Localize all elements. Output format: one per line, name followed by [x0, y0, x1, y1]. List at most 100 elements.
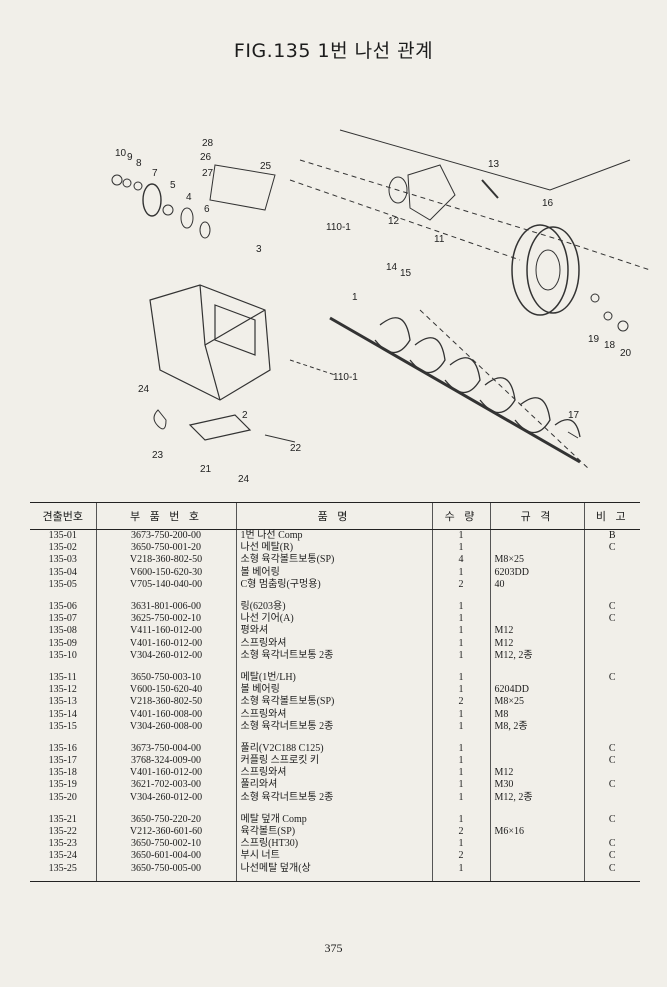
cell-part: 3650-750-220-20: [95, 813, 236, 826]
cell-no: 135-18: [48, 767, 77, 779]
cell-note: C: [583, 755, 640, 768]
cell-note: B: [583, 529, 640, 543]
cell-spec: M6×16: [489, 825, 584, 839]
cell-qty: 1: [431, 529, 490, 543]
cell-name: 스프링와셔: [235, 708, 432, 721]
cell-note: [583, 554, 640, 567]
cell-part: 3650-750-001-20: [95, 542, 236, 555]
svg-text:6: 6: [204, 204, 210, 215]
cell-name: 볼 베어링: [235, 566, 432, 579]
cell-part: V705-140-040-00: [95, 578, 236, 591]
svg-text:23: 23: [152, 450, 164, 461]
cell-no: 135-09: [48, 637, 77, 649]
cell-spec: 6203DD: [489, 566, 584, 579]
cell-name: 볼 베어링: [235, 684, 432, 697]
svg-text:7: 7: [152, 168, 158, 179]
cell-spec: [489, 600, 584, 614]
cell-spec: M30: [489, 779, 584, 792]
cell-no: 135-23: [48, 838, 77, 850]
cell-part: V411-160-012-00: [95, 625, 236, 638]
cell-no: 135-15: [48, 720, 77, 732]
spring-23: [153, 409, 167, 430]
frame-edge: [339, 129, 631, 191]
cell-qty: 1: [431, 755, 490, 768]
gasket-25: [209, 164, 276, 211]
cell-qty: 2: [431, 578, 490, 591]
svg-text:21: 21: [200, 464, 212, 475]
cell-note: [583, 767, 640, 780]
bearing-housing: [388, 164, 456, 221]
cell-no: 135-01: [48, 530, 77, 542]
group-spacer: [30, 803, 640, 814]
cell-note: [583, 708, 640, 721]
group-spacer: [30, 661, 640, 672]
svg-text:24: 24: [238, 474, 250, 485]
cell-spec: [489, 838, 584, 851]
key-17: [567, 431, 579, 439]
cell-name: 육각볼트(SP): [235, 825, 432, 839]
svg-text:12: 12: [388, 216, 400, 227]
pulley: [511, 224, 580, 316]
cell-no: 135-06: [48, 601, 77, 613]
cell-qty: 1: [431, 791, 490, 804]
header-part-no: 부 품 번 호: [95, 502, 236, 530]
cell-note: [583, 637, 640, 650]
cell-name: 풀리(V2C188 C125): [235, 742, 432, 755]
cell-no: 135-21: [48, 813, 77, 825]
cell-part: V401-160-008-00: [95, 708, 236, 721]
cell-qty: 1: [431, 613, 490, 626]
cell-name: 메탈 덮개 Comp: [235, 813, 432, 826]
cell-name: 나선 기어(A): [235, 613, 432, 626]
cell-name: 1번 나선 Comp: [235, 529, 432, 543]
cell-part: V401-160-012-00: [95, 767, 236, 780]
cell-qty: 1: [431, 779, 490, 792]
cell-part: V304-260-012-00: [95, 649, 236, 662]
cell-qty: 1: [431, 625, 490, 638]
cell-part: V304-260-008-00: [95, 720, 236, 733]
cell-name: C형 멈춤링(구멍용): [235, 578, 432, 591]
cell-spec: [489, 529, 584, 543]
frame-outline-top: [299, 159, 650, 271]
cell-no: 135-11: [48, 671, 77, 683]
cell-spec: [489, 755, 584, 768]
cell-note: [583, 625, 640, 638]
cell-part: V212-360-601-60: [95, 825, 236, 839]
cell-note: [583, 684, 640, 697]
svg-text:13: 13: [488, 159, 500, 170]
header-index-no: 견출번호: [30, 502, 96, 530]
cell-qty: 2: [431, 825, 490, 839]
cell-part: V600-150-620-30: [95, 566, 236, 579]
page-number: 375: [324, 941, 343, 955]
svg-text:27: 27: [202, 168, 214, 179]
cell-spec: [489, 862, 584, 875]
svg-text:110-1: 110-1: [333, 372, 358, 383]
table-bottom-spacer: [30, 874, 640, 882]
cell-note: [583, 720, 640, 733]
cell-note: [583, 578, 640, 591]
cell-spec: 40: [489, 578, 584, 591]
cell-part: V218-360-802-50: [95, 696, 236, 709]
cell-name: 링(6203용): [235, 600, 432, 614]
bolt-13: [481, 179, 499, 199]
cell-qty: 1: [431, 566, 490, 579]
cell-part: 3621-702-003-00: [95, 779, 236, 792]
cell-qty: 1: [431, 742, 490, 755]
